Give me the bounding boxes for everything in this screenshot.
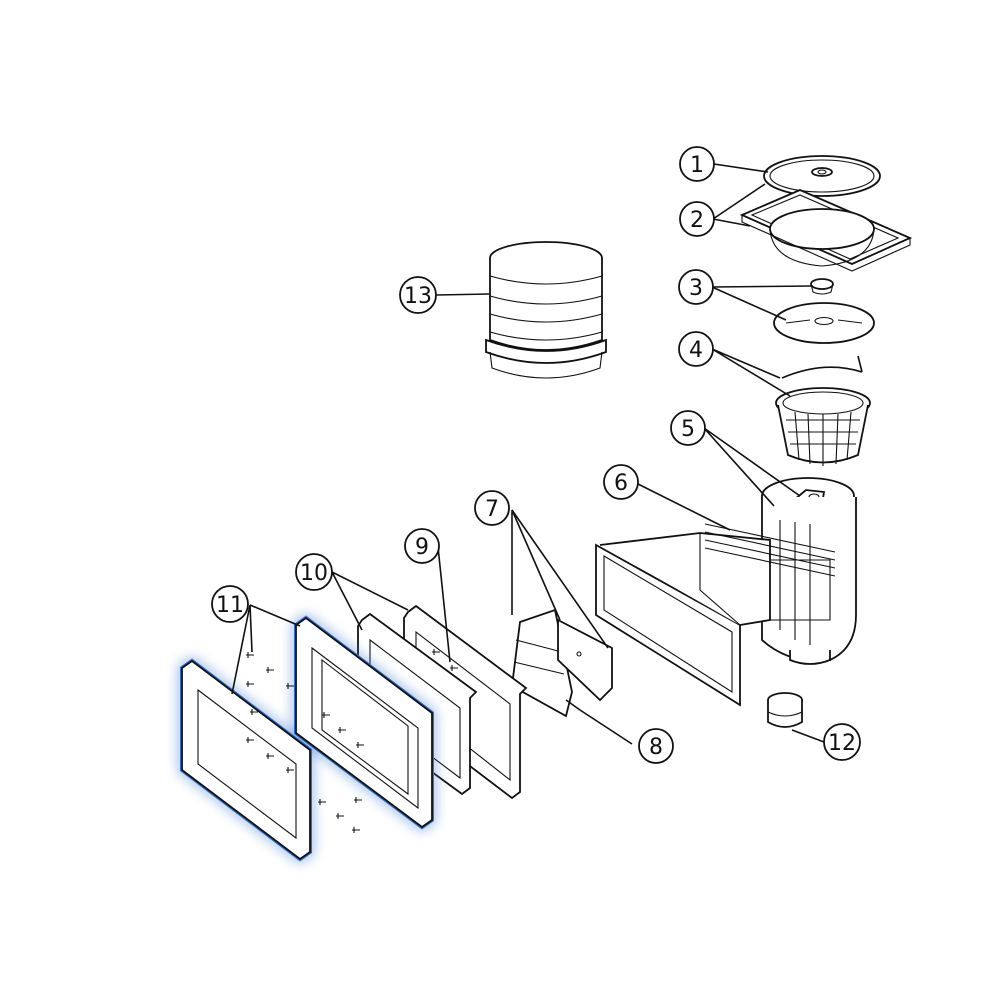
callout-12: 12 — [823, 723, 861, 761]
part-12-fitting — [767, 692, 803, 728]
part-4-basket — [775, 355, 871, 466]
part-3-disc — [773, 278, 875, 344]
callout-10: 10 — [295, 553, 333, 591]
callout-8: 8 — [638, 728, 674, 764]
callout-9: 9 — [404, 528, 440, 564]
svg-text:3: 3 — [689, 276, 703, 301]
part-11-faceplate-highlighted — [180, 615, 434, 862]
svg-text:5: 5 — [681, 417, 695, 442]
svg-text:6: 6 — [614, 471, 628, 496]
callout-1: 1 — [679, 146, 715, 182]
callout-11: 11 — [211, 585, 249, 623]
part-11-screws — [246, 649, 458, 833]
callout-7: 7 — [474, 490, 510, 526]
part-6-skimmer-body — [595, 497, 857, 707]
callout-2: 2 — [679, 201, 715, 237]
callouts: 1 2 3 4 5 6 7 8 — [211, 146, 861, 764]
svg-text:13: 13 — [404, 284, 432, 309]
svg-text:1: 1 — [690, 153, 704, 178]
part-2-collar — [739, 189, 913, 272]
svg-text:7: 7 — [485, 497, 499, 522]
leader-lines — [231, 163, 825, 745]
svg-text:9: 9 — [415, 535, 429, 560]
svg-text:10: 10 — [300, 561, 328, 586]
svg-text:12: 12 — [828, 731, 856, 756]
svg-text:11: 11 — [216, 593, 244, 618]
svg-text:4: 4 — [689, 338, 703, 363]
part-1-lid — [763, 155, 881, 197]
part-13-extension — [485, 241, 607, 379]
part-7-weir-flap — [511, 608, 613, 718]
svg-text:8: 8 — [649, 735, 663, 760]
callout-5: 5 — [670, 410, 706, 446]
callout-13: 13 — [399, 276, 437, 314]
callout-3: 3 — [678, 269, 714, 305]
callout-6: 6 — [603, 464, 639, 500]
callout-4: 4 — [678, 331, 714, 367]
svg-text:2: 2 — [690, 208, 704, 233]
